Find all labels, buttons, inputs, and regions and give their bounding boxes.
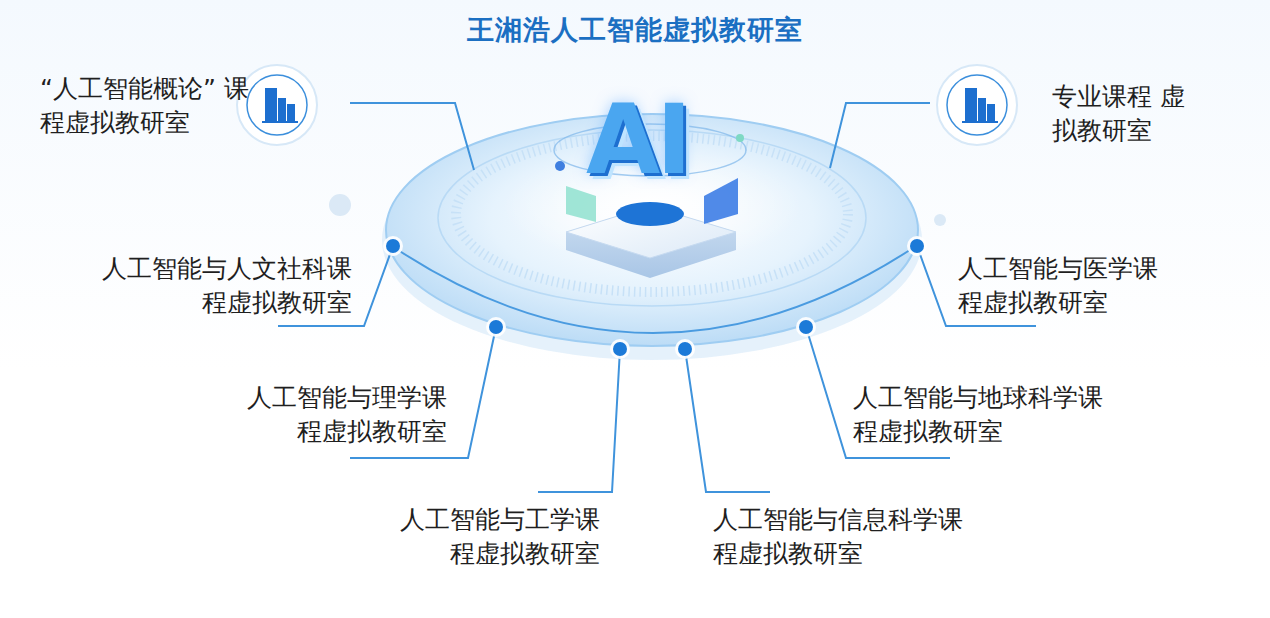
orbit-dot	[736, 134, 744, 142]
leader-line	[538, 349, 620, 492]
leader-line	[830, 103, 930, 168]
ai-bracket	[704, 178, 738, 224]
lab-label: 人工智能与地球科学课 程虚拟教研室	[853, 381, 1113, 449]
leader-line	[685, 349, 770, 492]
lab-label: 人工智能与理学课 程虚拟教研室	[237, 381, 447, 449]
lab-label: 人工智能与人文社科课 程虚拟教研室	[92, 252, 352, 320]
dot-halo	[675, 339, 695, 359]
lab-label: “人工智能概论” 课程虚拟教研室	[40, 72, 250, 140]
icon-ring	[237, 65, 317, 145]
icon-building	[287, 104, 295, 122]
ai-disc	[616, 202, 684, 226]
lab-label: 人工智能与工学课 程虚拟教研室	[390, 503, 600, 571]
orbit-dot	[555, 161, 565, 171]
diagram-title: 王湘浩人工智能虚拟教研室	[0, 12, 1270, 48]
icon-building	[265, 88, 277, 122]
icon-building	[965, 88, 977, 122]
building-icon	[237, 65, 317, 145]
leader-dot	[489, 320, 503, 334]
dot-halo	[486, 317, 506, 337]
dot-halo	[907, 236, 927, 256]
building-icon	[937, 65, 1017, 145]
leader-dots	[383, 236, 927, 359]
bubble	[329, 194, 351, 216]
dot-halo	[796, 317, 816, 337]
lab-label: 专业课程 虚拟教研室	[1052, 80, 1187, 148]
icon-ring	[937, 65, 1017, 145]
leader-dot	[799, 320, 813, 334]
leader-dot	[678, 342, 692, 356]
ai-bracket	[566, 186, 596, 222]
leader-dot	[910, 239, 924, 253]
bubble	[934, 214, 946, 226]
leader-line	[350, 103, 474, 170]
icon-building	[278, 98, 286, 122]
dot-halo	[383, 236, 403, 256]
icon-ground	[262, 121, 298, 123]
icon-circle	[247, 75, 307, 135]
dot-halo	[610, 339, 630, 359]
leader-dot	[386, 239, 400, 253]
icon-building	[978, 98, 986, 122]
icon-circle	[947, 75, 1007, 135]
leader-dot	[613, 342, 627, 356]
icon-building	[987, 104, 995, 122]
icon-ground	[962, 121, 998, 123]
ai-logo-text: AI	[586, 92, 688, 188]
lab-label: 人工智能与信息科学课 程虚拟教研室	[713, 503, 973, 571]
lab-label: 人工智能与医学课 程虚拟教研室	[958, 252, 1168, 320]
